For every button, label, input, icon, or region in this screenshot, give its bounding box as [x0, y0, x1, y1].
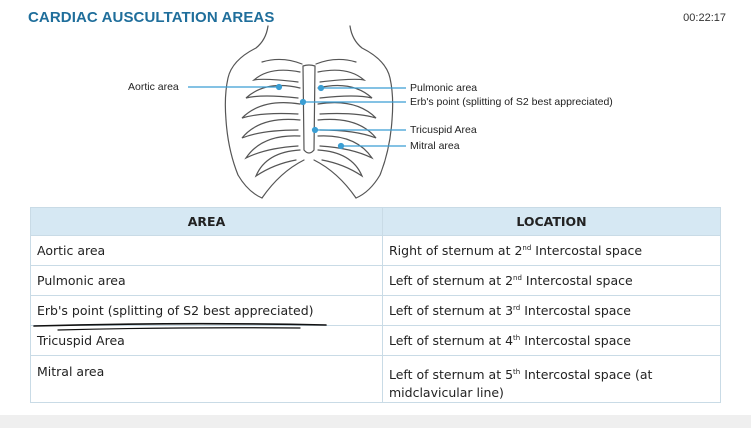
- chest-diagram: [188, 25, 406, 199]
- mitral-area-label: Mitral area: [410, 140, 460, 152]
- table-header-row: AREA LOCATION: [30, 207, 721, 236]
- location-cell: Left of sternum at 5th Intercostal space…: [382, 354, 721, 404]
- area-cell: Pulmonic area: [30, 265, 383, 296]
- area-cell: Mitral area: [30, 354, 383, 404]
- pulmonic-point-marker: [317, 84, 325, 92]
- mitral-point-marker: [337, 142, 345, 150]
- table-row: Aortic area Right of sternum at 2nd Inte…: [30, 235, 721, 266]
- table-row: Tricuspid Area Left of sternum at 4th In…: [30, 325, 721, 356]
- area-cell: Tricuspid Area: [30, 325, 383, 356]
- bottom-band: [0, 415, 751, 428]
- auscultation-table: AREA LOCATION Aortic area Right of stern…: [30, 207, 721, 404]
- table-row: Pulmonic area Left of sternum at 2nd Int…: [30, 265, 721, 296]
- erbs-point-label: Erb's point (splitting of S2 best apprec…: [410, 96, 613, 108]
- area-cell: Aortic area: [30, 235, 383, 266]
- location-cell: Right of sternum at 2nd Intercostal spac…: [382, 235, 721, 266]
- table-row: Erb's point (splitting of S2 best apprec…: [30, 295, 721, 326]
- location-cell: Left of sternum at 4th Intercostal space: [382, 325, 721, 356]
- video-timestamp: 00:22:17: [683, 12, 726, 24]
- location-column-header: LOCATION: [382, 207, 721, 236]
- table-row: Mitral area Left of sternum at 5th Inter…: [30, 354, 721, 404]
- area-column-header: AREA: [30, 207, 383, 236]
- area-cell: Erb's point (splitting of S2 best apprec…: [30, 295, 383, 326]
- aortic-point-marker: [275, 83, 283, 91]
- tricuspid-area-label: Tricuspid Area: [410, 124, 477, 136]
- tricuspid-point-marker: [311, 126, 319, 134]
- page-title: CARDIAC AUSCULTATION AREAS: [28, 9, 275, 26]
- pulmonic-area-label: Pulmonic area: [410, 82, 478, 94]
- location-cell: Left of sternum at 3rd Intercostal space: [382, 295, 721, 326]
- aortic-area-label: Aortic area: [128, 81, 179, 93]
- erbs-point-marker: [299, 98, 307, 106]
- location-cell: Left of sternum at 2nd Intercostal space: [382, 265, 721, 296]
